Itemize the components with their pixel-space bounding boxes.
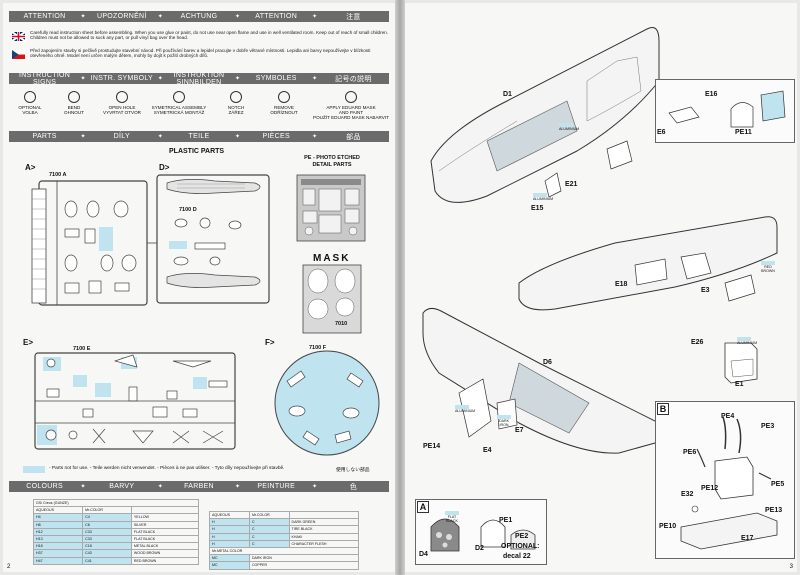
decal-label: decal 22 [503,553,531,560]
tag-red-brown: RED BROWN [761,261,775,273]
left-page: ATTENTION✦ UPOZORNĚNÍ✦ ACHTUNG✦ ATTENTIO… [3,3,395,572]
label-pe6: PE6 [683,449,697,456]
label-pe5: PE5 [771,481,785,488]
mask-sheet-drawing [302,264,362,334]
label-e16: E16 [705,91,718,98]
warning-english: Carefully read instruction sheet before … [30,30,389,41]
tag-aluminium-3: ALUMINIUM [455,405,475,413]
mask-paint-icon [345,91,357,103]
symbol-remove: REMOVE ODŘÍZNOUT [261,91,307,115]
label-pe2: PE2 [515,533,529,540]
symbol-apply-mask: APPLY EDUARD MASK AND PAINT POUŽÍT EDUAR… [313,91,389,121]
inset-b-drawing [680,416,778,550]
open-hole-icon [116,91,128,103]
label-e26: E26 [691,339,704,346]
label-pe11: PE11 [735,129,752,136]
label-pe4: PE4 [721,413,735,420]
sprue-f-code: 7100 F [309,345,327,351]
label-e15: E15 [531,205,544,212]
notch-icon [230,91,242,103]
label-d4: D4 [419,551,428,558]
label-e7: E7 [515,427,524,434]
label-e17: E17 [741,535,754,542]
instruction-signs-bar: INSTRUCTION SIGNS✦ INSTR. SYMBOLY✦ INSTR… [9,72,389,86]
tag-aluminium-2: ALUMINIUM [533,193,553,201]
box-b-label: B [657,403,669,415]
label-pe3: PE3 [761,423,775,430]
czech-flag-icon [12,50,25,59]
label-pe10: PE10 [659,523,677,530]
seat-e1-drawing [724,342,758,384]
label-pe14: PE14 [423,443,441,450]
page-number-right: 3 [789,564,793,570]
tag-aluminium-4: ALUMINIUM [737,337,757,345]
box-a-label: A [417,501,429,513]
symbol-optional: OPTIONAL VOLBA [7,91,53,115]
label-e6: E6 [657,129,666,136]
label-d2: D2 [475,545,484,552]
pe-title-1: PE - PHOTO ETCHED [304,155,360,161]
fuselage-half-d6-drawing [422,307,664,454]
uk-flag-icon [11,31,26,42]
tag-flat-black: FLAT BLACK [445,511,459,523]
not-for-use-note: - Parts not for use. - Teile werden nich… [49,466,285,471]
mask-code: 7010 [335,321,348,327]
fuselage-half-d1-drawing [430,27,660,203]
sprue-d-label: D> [159,163,170,172]
sprue-a-drawing [31,180,157,306]
remove-icon [278,91,290,103]
warning-czech: Před zapojením stavby si pečlivě prostud… [30,48,371,59]
bend-icon [68,91,80,103]
symbol-bend: BEND OHNOUT [51,91,97,115]
label-pe13: PE13 [765,507,783,514]
label-e3: E3 [701,287,710,294]
sprue-e-code: 7100 E [73,346,91,352]
sprue-d-drawing [156,174,270,304]
symmetrical-icon [173,91,185,103]
fuselage-step2-drawing [518,216,778,311]
inset-a-drawing [430,518,536,552]
optional-icon [24,91,36,103]
optional-label: OPTIONAL: [501,543,540,550]
tag-aluminium-1: ALUMINIUM [559,123,579,131]
mask-label: MASK [313,253,351,264]
pe-fret-drawing [296,174,366,242]
sprue-f-drawing [274,350,380,456]
sprue-a-code: 7100 A [49,172,67,178]
symbol-notch: NOTCH ZÁŘEZ [213,91,259,115]
colours-bar: COLOURS✦ BARVY✦ FARBEN✦ PEINTURE✦ 色 [9,481,389,492]
sprue-d-code: 7100 D [179,207,197,213]
inset-seat-drawing [668,90,786,128]
label-e4: E4 [483,447,492,454]
label-pe1: PE1 [499,517,513,524]
attention-bar: ATTENTION✦ UPOZORNĚNÍ✦ ACHTUNG✦ ATTENTIO… [9,11,389,22]
symbol-symmetrical-assembly: SYMETRICAL ASSEMBLY SYMETRICKÁ MONTÁŽ [151,91,207,115]
label-e21: E21 [565,181,578,188]
label-e18: E18 [615,281,628,288]
label-e32: E32 [681,491,694,498]
parts-bar: PARTS✦ DÍLY✦ TEILE✦ PIÈCES✦ 部品 [9,131,389,142]
sprue-e-drawing [34,352,236,450]
plastic-parts-title: PLASTIC PARTS [169,148,225,155]
page-number-left: 2 [7,564,11,570]
tag-dark-iron: DARK IRON [497,415,511,427]
label-e1: E1 [735,381,744,388]
label-d6: D6 [543,359,552,366]
not-for-use-note-jp: 使用しない部品 [336,468,370,473]
not-for-use-swatch [23,466,45,473]
sprue-f-label: F> [265,338,275,347]
label-pe12: PE12 [701,485,719,492]
right-page: D1 E21 E15 ALUMINIUM ALUMINIUM E16 E6 PE… [405,3,797,572]
sprue-a-label: A> [25,163,36,172]
symbol-open-hole: OPEN HOLE VYVRTAT OTVOR [99,91,145,115]
pe-title-2: DETAIL PARTS [312,162,352,168]
sprue-e-label: E> [23,338,34,347]
label-d1: D1 [503,91,512,98]
spine [395,0,405,575]
